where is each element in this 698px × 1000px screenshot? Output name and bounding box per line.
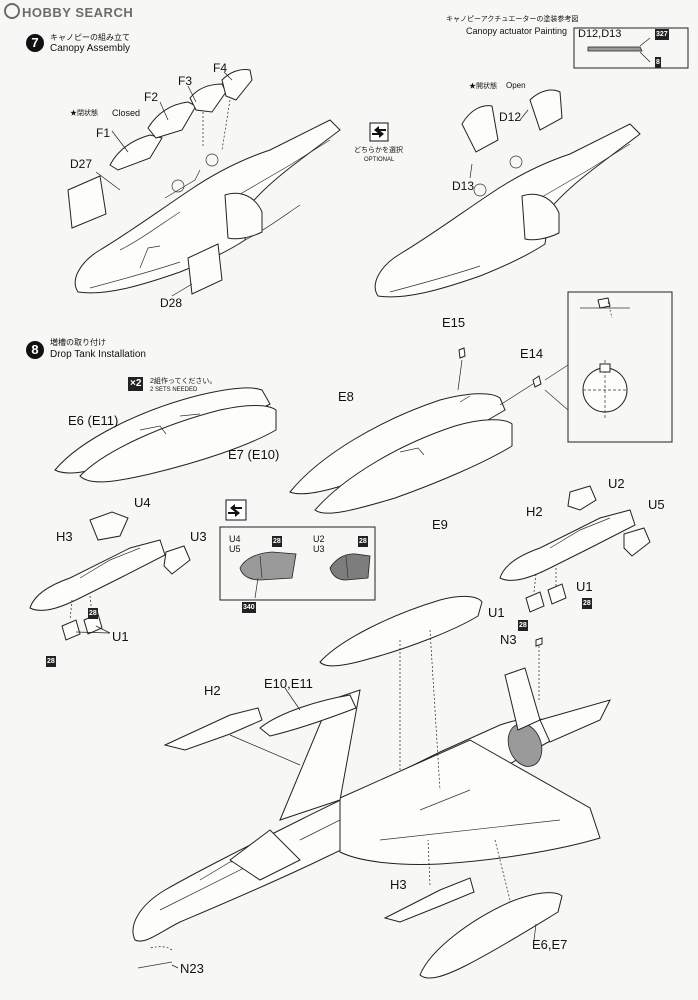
paint-badge-28-d: 28: [358, 536, 368, 547]
actuator-title-jp: キャノピーアクチュエーターの塗装参考図: [446, 16, 579, 23]
part-label-n3: N3: [500, 632, 517, 647]
paint-badge-28-e: 28: [582, 598, 592, 609]
part-label-d13: D13: [452, 179, 475, 193]
part-label-n23: N23: [180, 961, 204, 976]
part-label-u1-left: U1: [112, 629, 129, 644]
variant-left-part-2: U5: [229, 544, 241, 554]
part-label-e8: E8: [338, 389, 354, 404]
variant-left-part-1: U4: [229, 534, 241, 544]
qty-badge: ×2: [128, 377, 144, 391]
tank-e6-e7: [54, 387, 277, 483]
part-label-f1: F1: [96, 126, 111, 140]
paint-badge-28-f: 28: [518, 620, 528, 631]
part-label-d27: D27: [70, 157, 93, 171]
qty-label-en: 2 SETS NEEDED: [150, 387, 198, 393]
part-label-e15: E15: [442, 315, 466, 330]
paint-badge-8: 8: [655, 57, 661, 68]
variant-right-part-2: U3: [313, 544, 325, 554]
pylon-h2-right: [499, 485, 651, 700]
paint-badge-28-b: 28: [46, 656, 56, 667]
variant-right-part-1: U2: [313, 534, 325, 544]
aircraft-main-view: [132, 595, 611, 979]
closed-label-jp: ★閉状態: [70, 110, 98, 117]
e14-detail-box: [544, 291, 673, 443]
paint-badge-327: 327: [655, 29, 669, 40]
optional-swap-icon: [369, 122, 389, 142]
step-7-title-en: Canopy Assembly: [50, 43, 131, 54]
part-label-u1-right-a: U1: [576, 579, 593, 594]
part-label-e6-e7: E6,E7: [532, 937, 568, 952]
part-label-u5-right: U5: [648, 497, 665, 512]
part-label-e14: E14: [520, 346, 544, 361]
variant-box: [219, 499, 376, 601]
closed-label-en: Closed: [112, 108, 141, 118]
optional-label-en: OPTIONAL: [364, 157, 395, 163]
part-label-e6-e11: E6 (E11): [68, 413, 119, 428]
part-label-h2-right: H2: [526, 504, 543, 519]
part-label-e9: E9: [432, 517, 448, 532]
fuselage-open-canopy: [374, 89, 641, 298]
hobby-search-logo: HOBBY SEARCH: [4, 3, 133, 20]
paint-badge-340: 340: [242, 602, 256, 613]
part-label-u3-left: U3: [190, 529, 207, 544]
part-label-d12: D12: [499, 110, 522, 124]
logo-mark-icon: [4, 3, 20, 19]
tank-e8-e9: [289, 347, 542, 514]
actuator-parts: D12,D13: [578, 28, 622, 40]
fuselage-closed-canopy: [67, 69, 341, 297]
part-label-u4-left: U4: [134, 495, 151, 510]
part-label-h2-main: H2: [204, 683, 221, 698]
step-8-number: 8: [26, 341, 44, 359]
step-7-number: 7: [26, 34, 44, 52]
part-label-f2: F2: [144, 90, 159, 104]
step-7-title-jp: キャノピーの組み立て: [50, 33, 130, 42]
open-label-jp: ★開状態: [469, 83, 497, 90]
step-8-title-en: Drop Tank Installation: [50, 349, 146, 360]
part-label-f4: F4: [213, 61, 228, 75]
actuator-painting-box: [573, 27, 689, 69]
part-label-h3-left: H3: [56, 529, 73, 544]
part-label-f3: F3: [178, 74, 193, 88]
qty-label-jp: 2組作ってください。: [150, 378, 217, 385]
optional-label-jp: どちらかを選択: [354, 147, 403, 154]
actuator-title-en: Canopy actuator Painting: [466, 26, 568, 36]
part-label-e10-e11: E10,E11: [264, 676, 313, 691]
part-label-u1-right-b: U1: [488, 605, 505, 620]
part-label-u2-right: U2: [608, 476, 625, 491]
paint-badge-28-c: 28: [272, 536, 282, 547]
part-label-e7-e10: E7 (E10): [228, 447, 280, 462]
step-8-title-jp: 増槽の取り付け: [50, 338, 106, 347]
open-label-en: Open: [506, 81, 526, 90]
part-label-d28: D28: [160, 296, 183, 310]
paint-badge-28-a: 28: [88, 608, 98, 619]
part-label-h3-main: H3: [390, 877, 407, 892]
logo-text: HOBBY SEARCH: [22, 5, 134, 20]
pylon-h3-left: [29, 511, 191, 641]
